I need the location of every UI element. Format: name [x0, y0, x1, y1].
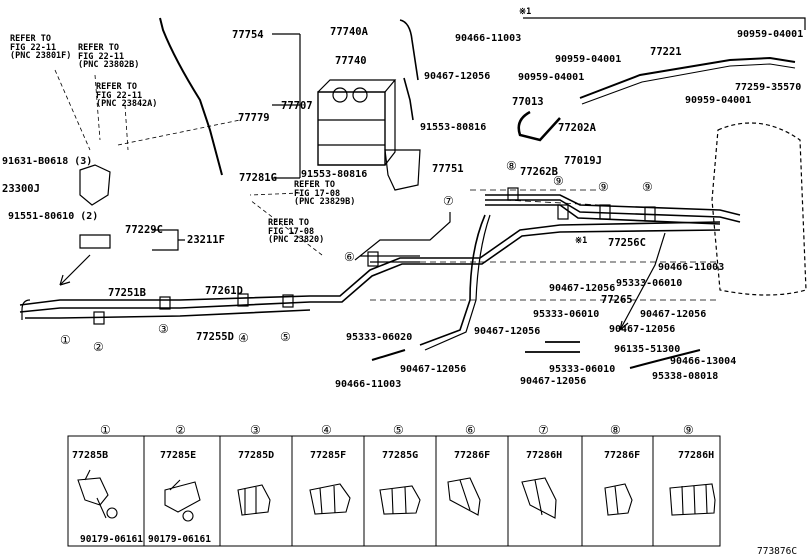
table-num-1: ①	[100, 423, 111, 437]
part-label: 77256C	[608, 237, 646, 249]
part-label: 90467-12056	[400, 364, 467, 375]
table-num-4: ④	[321, 423, 332, 437]
part-label: 77740A	[330, 26, 368, 38]
callout-9a: ⑨	[553, 174, 564, 188]
part-label: 90959-04001	[518, 72, 585, 83]
table-pn-5: 77285G	[382, 450, 419, 461]
part-label: 90959-04001	[737, 29, 804, 40]
table-pn-2: 77285E	[160, 450, 197, 461]
table-sub-2: 90179-06161	[148, 534, 211, 545]
table-num-8: ⑧	[610, 423, 621, 437]
part-label: 91551-80610 (2)	[8, 211, 99, 222]
part-label: 77259-35570	[735, 82, 802, 93]
callout-3: ③	[158, 322, 169, 336]
table-pn-4: 77285F	[310, 450, 347, 461]
table-num-3: ③	[250, 423, 261, 437]
table-pn-1: 77285B	[72, 450, 109, 461]
table-pn-3: 77285D	[238, 450, 275, 461]
part-label: 77265	[601, 294, 633, 306]
part-label: 91553-80816	[420, 122, 487, 133]
table-pn-6: 77286F	[454, 450, 491, 461]
part-label: 77255D	[196, 331, 234, 343]
table-num-6: ⑥	[465, 423, 476, 437]
table-num-9: ⑨	[683, 423, 694, 437]
part-label: 95333-06010	[549, 364, 616, 375]
part-label: 91631-B0618 (3)	[2, 156, 93, 167]
part-label: 77754	[232, 29, 264, 41]
callout-5: ⑤	[280, 330, 291, 344]
note-mark-2: ※1	[575, 236, 588, 246]
part-label: 90959-04001	[555, 54, 622, 65]
part-label: 77229C	[125, 224, 163, 236]
part-label: 90466-11003	[335, 379, 402, 390]
part-label: 77019J	[564, 155, 602, 167]
part-label: 95338-08018	[652, 371, 719, 382]
table-pn-9: 77286H	[678, 450, 715, 461]
part-label: 90466-13004	[670, 356, 737, 367]
diagram-code: 773876C	[757, 546, 798, 557]
part-label: 77251B	[108, 287, 146, 299]
part-label: 95333-06020	[346, 332, 413, 343]
part-label: 77261D	[205, 285, 243, 297]
callout-6: ⑥	[344, 250, 355, 264]
table-pn-7: 77286H	[526, 450, 563, 461]
callout-9c: ⑨	[642, 180, 653, 194]
part-label: 90466-11003	[658, 262, 725, 273]
table-pn-8: 77286F	[604, 450, 641, 461]
part-label: 90466-11003	[455, 33, 522, 44]
part-label: 95333-06010	[616, 278, 683, 289]
part-label: 23300J	[2, 183, 40, 195]
callout-1: ①	[60, 333, 71, 347]
table-num-7: ⑦	[538, 423, 549, 437]
part-label: 90467-12056	[609, 324, 676, 335]
note-mark: ※1	[519, 7, 532, 17]
part-label: 90467-12056	[549, 283, 616, 294]
part-label: 77262B	[520, 166, 558, 178]
part-label: 96135-51300	[614, 344, 681, 355]
part-label: 23211F	[187, 234, 225, 246]
part-label: 77221	[650, 46, 682, 58]
callout-8: ⑧	[506, 159, 517, 173]
callout-2: ②	[93, 340, 104, 354]
part-label: 90959-04001	[685, 95, 752, 106]
table-num-5: ⑤	[393, 423, 404, 437]
table-num-2: ②	[175, 423, 186, 437]
part-label: 77779	[238, 112, 270, 124]
part-label: 77281G	[239, 172, 277, 184]
part-label: 90467-12056	[424, 71, 491, 82]
part-label: 77707	[281, 100, 313, 112]
callout-9b: ⑨	[598, 180, 609, 194]
part-label: 95333-06010	[533, 309, 600, 320]
part-label: 90467-12056	[640, 309, 707, 320]
part-label: 77740	[335, 55, 367, 67]
part-label: 77013	[512, 96, 544, 108]
part-label: 91553-80816	[301, 169, 368, 180]
callout-4: ④	[238, 331, 249, 345]
part-label: 77751	[432, 163, 464, 175]
part-label: 90467-12056	[474, 326, 541, 337]
part-label: 77202A	[558, 122, 596, 134]
part-label: 90467-12056	[520, 376, 587, 387]
callout-7: ⑦	[443, 194, 454, 208]
table-sub-1: 90179-06161	[80, 534, 143, 545]
